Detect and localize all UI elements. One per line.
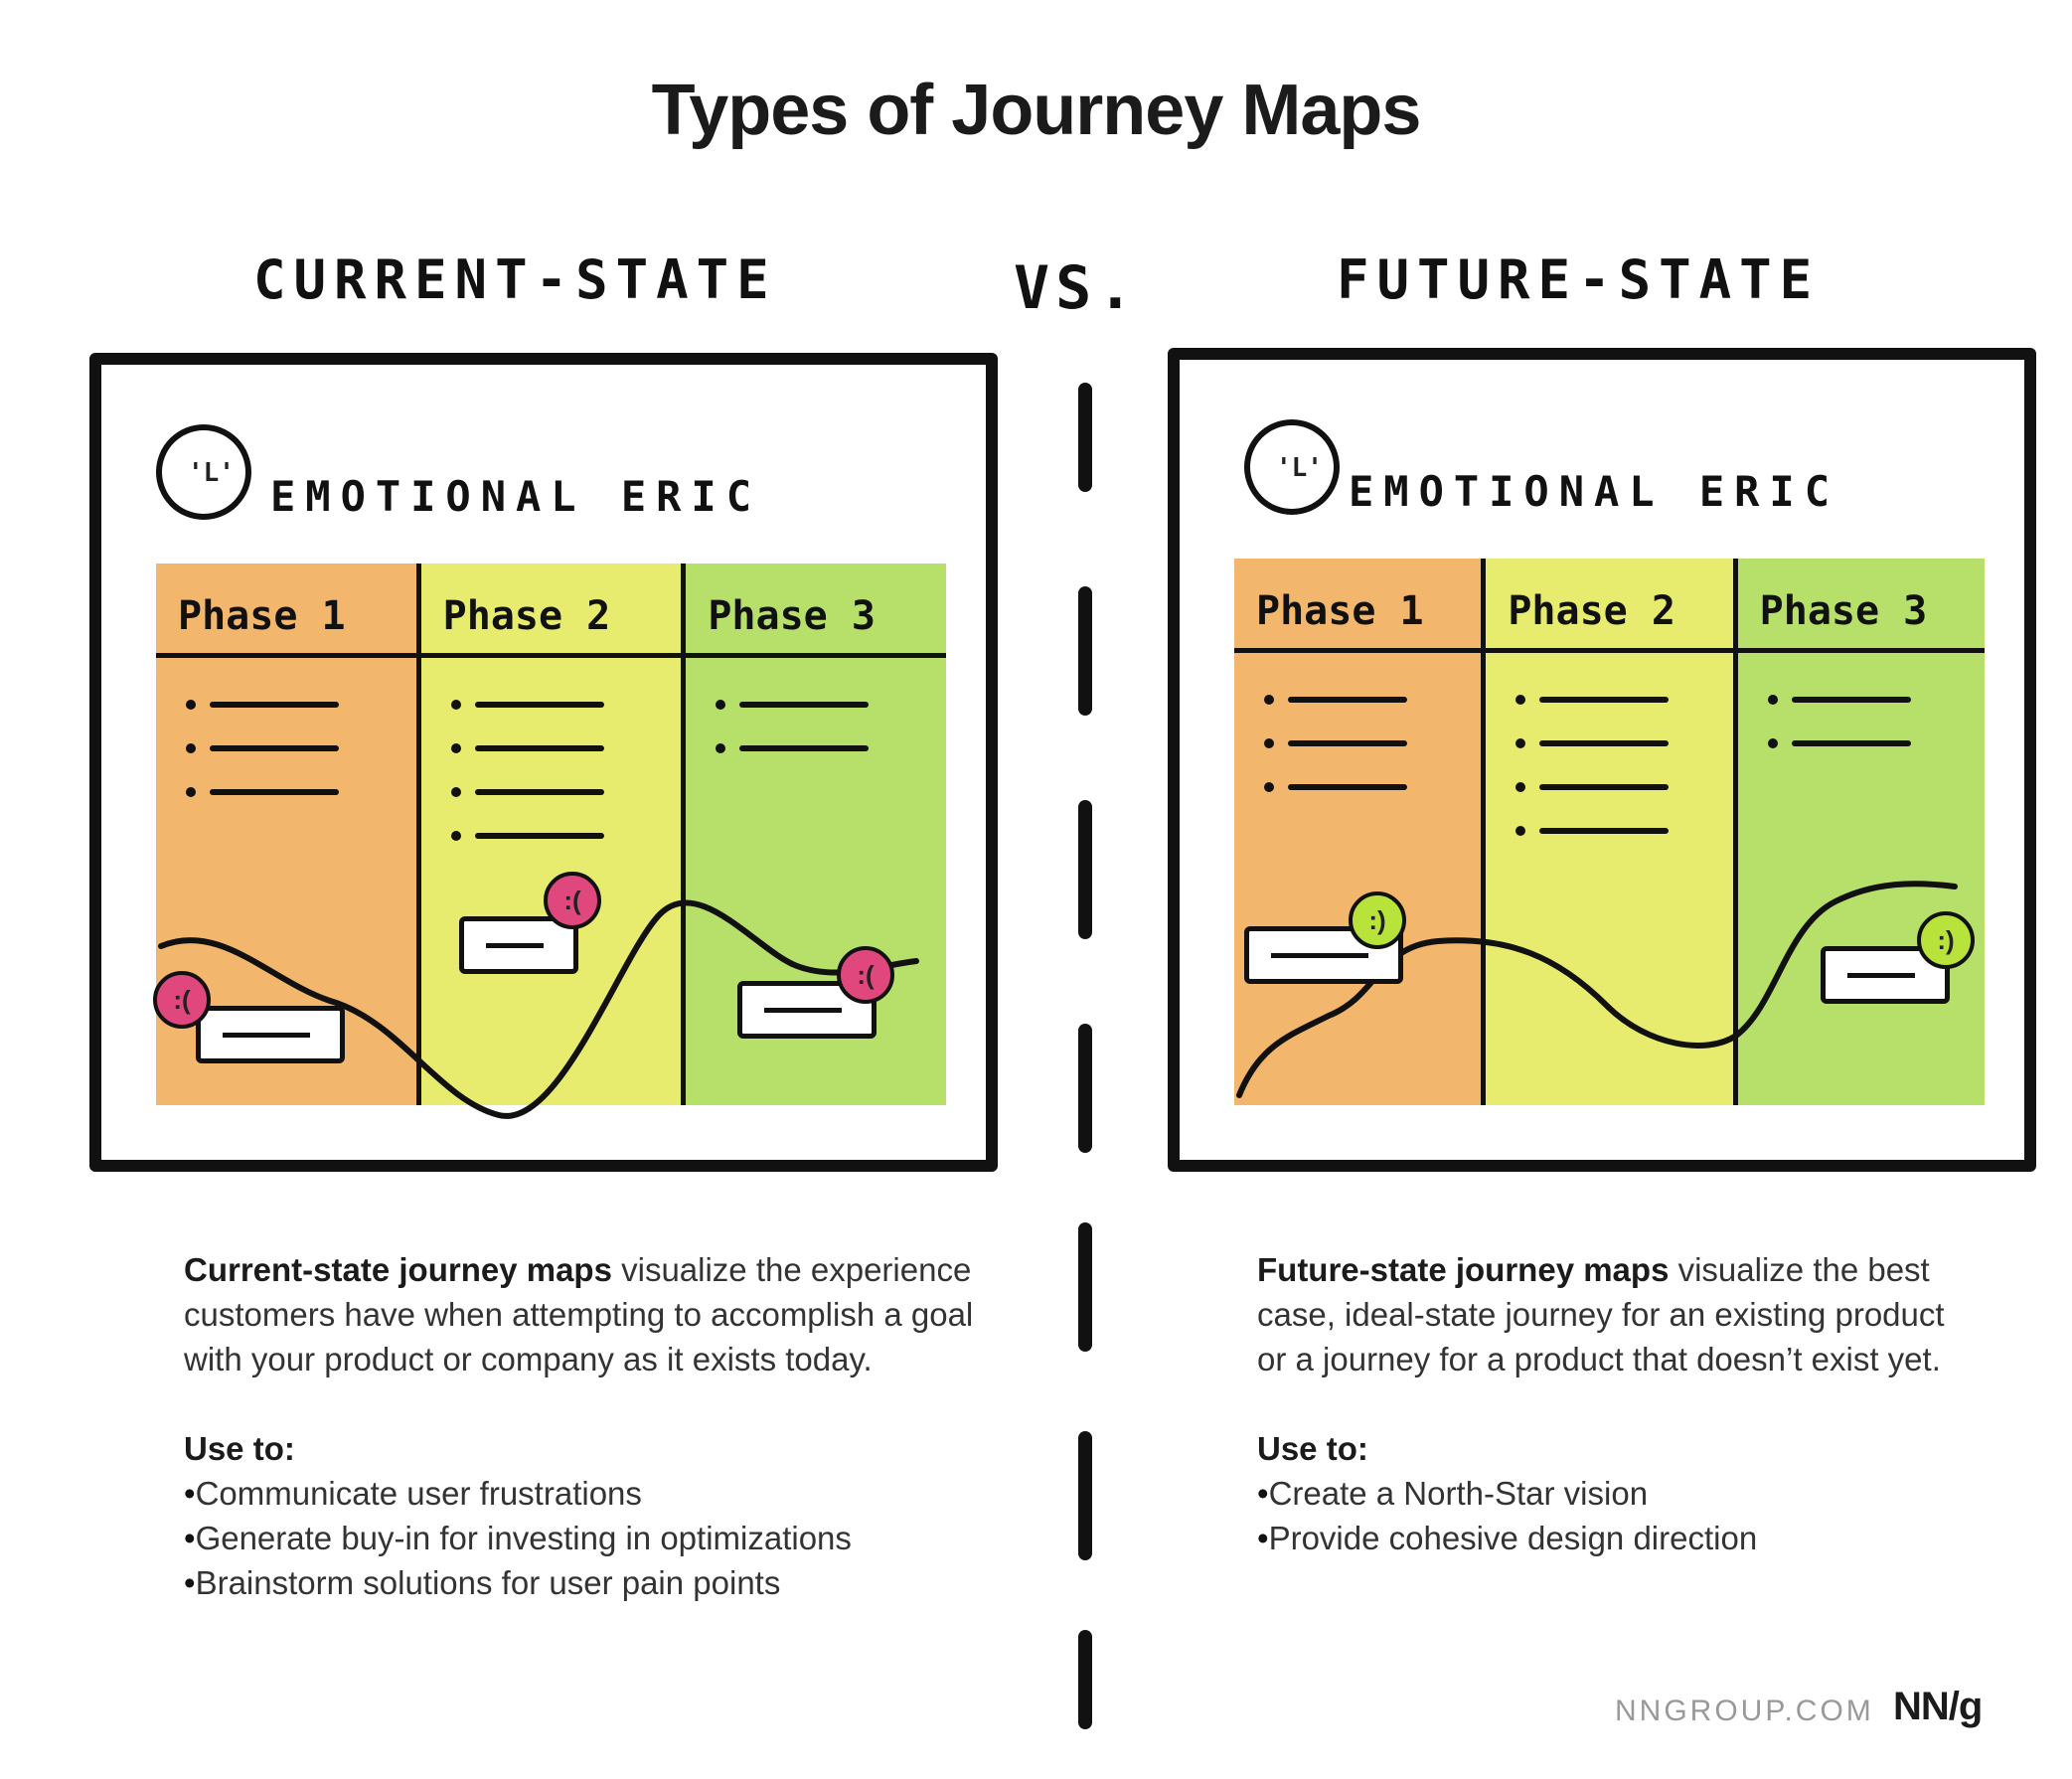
divider-dash	[1078, 1431, 1092, 1560]
persona-label: EMOTIONAL ERIC	[1349, 467, 1840, 516]
divider-dash	[1078, 586, 1092, 716]
frown-face-icon: :(	[544, 872, 601, 929]
emotion-curve	[158, 899, 919, 1119]
description-text: visualize the experience customers have …	[184, 1251, 974, 1377]
comment-bubble	[196, 1006, 345, 1063]
divider-dash	[1078, 1024, 1092, 1153]
persona-face-icon: 'L'	[1244, 419, 1340, 515]
description-bold: Future-state journey maps	[1257, 1251, 1670, 1288]
divider-dash	[1078, 383, 1092, 492]
phase-bullets	[186, 683, 339, 814]
divider-dash	[1078, 1630, 1092, 1729]
divider-dash	[1078, 800, 1092, 939]
phase-label-2: Phase 2	[1508, 588, 1675, 634]
vs-label: VS.	[1014, 253, 1140, 323]
nng-logo: NN/g	[1893, 1685, 1983, 1728]
phase-bullets	[1515, 678, 1670, 853]
use-item: Generate buy-in for investing in optimiz…	[184, 1516, 979, 1560]
current-state-map: Phase 1 Phase 2 Phase 3	[89, 353, 998, 1172]
smile-face-icon: :)	[1349, 891, 1406, 949]
phase-header-rule	[156, 653, 946, 658]
smile-face-icon: :)	[1917, 911, 1975, 969]
phase-bullets	[450, 683, 604, 858]
phase-bullets	[716, 683, 870, 770]
use-list: Create a North-Star vision Provide cohes…	[1257, 1471, 1953, 1560]
use-item: Communicate user frustrations	[184, 1471, 979, 1516]
emotion-curve	[1236, 881, 1958, 1098]
comment-bubble	[1821, 946, 1950, 1004]
future-state-map: Phase 1 Phase 2 Phase 3	[1168, 348, 2036, 1172]
page-title: Types of Journey Maps	[651, 71, 1422, 150]
current-state-description: Current-state journey maps visualize the…	[184, 1247, 979, 1605]
current-state-heading: CURRENT-STATE	[253, 248, 777, 311]
description-text: visualize the best case, ideal-state jou…	[1257, 1251, 1945, 1377]
persona-label: EMOTIONAL ERIC	[270, 472, 762, 521]
use-list: Communicate user frustrations Generate b…	[184, 1471, 979, 1605]
future-state-description: Future-state journey maps visualize the …	[1257, 1247, 1953, 1560]
phase-label-3: Phase 3	[1759, 588, 1928, 634]
use-item: Provide cohesive design direction	[1257, 1516, 1953, 1560]
frown-face-icon: :(	[837, 946, 894, 1004]
phase-header-rule	[1234, 648, 1985, 653]
use-item: Create a North-Star vision	[1257, 1471, 1953, 1516]
phase-bullets	[1264, 678, 1407, 809]
use-heading: Use to:	[184, 1430, 295, 1467]
use-item: Brainstorm solutions for user pain point…	[184, 1560, 979, 1605]
phase-label-3: Phase 3	[708, 593, 876, 639]
phase-label-1: Phase 1	[1256, 588, 1424, 634]
persona-face-icon: 'L'	[156, 424, 251, 520]
site-url[interactable]: NNGROUP.COM	[1615, 1695, 1874, 1727]
phase-label-1: Phase 1	[178, 593, 346, 639]
phase-label-2: Phase 2	[442, 593, 611, 639]
comment-bubble	[459, 916, 578, 974]
future-state-heading: FUTURE-STATE	[1337, 248, 1821, 311]
frown-face-icon: :(	[153, 971, 211, 1029]
use-heading: Use to:	[1257, 1430, 1368, 1467]
phase-bullets	[1767, 678, 1911, 765]
divider-dash	[1078, 1222, 1092, 1352]
description-bold: Current-state journey maps	[184, 1251, 612, 1288]
